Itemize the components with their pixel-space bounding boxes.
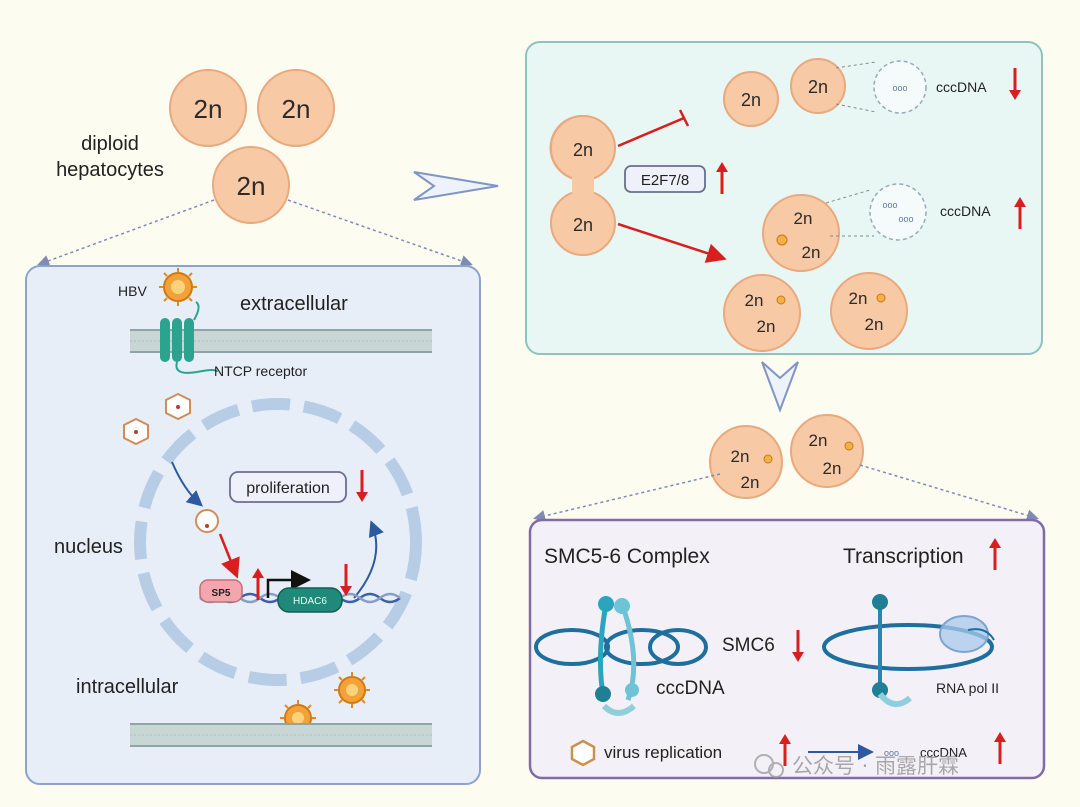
capsid-icon (165, 392, 191, 421)
binucleated-cell (830, 272, 908, 350)
hepatocyte-cell (257, 69, 335, 147)
hepatocyte-cell (723, 71, 779, 127)
entry-arrow (171, 461, 204, 507)
binucleated-cell (762, 194, 840, 272)
binucleated-cell (723, 274, 801, 352)
diploid-cells-group: 2n 2n 2n (169, 69, 335, 224)
cell-ploidy-label: 2n (573, 140, 593, 160)
cell-ploidy-label: 2n (802, 243, 821, 262)
proliferation-box (229, 471, 347, 503)
cell-ploidy-label: 2n (808, 77, 828, 97)
e2f-label: E2F7/8 (641, 172, 689, 189)
capsid-icon (123, 417, 149, 446)
cell-ploidy-label: 2n (573, 215, 593, 235)
watermark: 公众号 · 雨露肝霖 (754, 754, 959, 778)
proliferation-label: proliferation (246, 480, 330, 497)
cell-ploidy-label: 2n (865, 315, 884, 334)
smc6-label: SMC6 (722, 635, 775, 656)
cccdna-dot (876, 293, 886, 303)
inhibition-bar (678, 109, 690, 127)
chevron-right-icon (413, 171, 499, 201)
feedback-arrow (353, 520, 384, 599)
cccdna-dot (844, 441, 854, 451)
cccdna-glyph: ooo (882, 200, 897, 210)
plasma-membrane-bottom (130, 723, 432, 747)
ntcp-receptor-label: NTCP receptor (214, 363, 307, 379)
capsid-to-dna-arrow (218, 533, 240, 579)
cccdna-glyph: ooo (884, 748, 899, 758)
cccdna-dot (776, 295, 786, 305)
zoom-line (835, 61, 877, 69)
nuclear-envelope (134, 398, 422, 686)
inhibition-line (617, 116, 685, 148)
cell-ploidy-label: 2n (237, 171, 266, 201)
cell-ploidy-label: 2n (809, 431, 828, 450)
cccdna-glyph: ooo (892, 83, 907, 93)
cccdna-label: cccDNA (656, 678, 725, 699)
e2f-box (624, 165, 706, 193)
extracellular-label: extracellular (240, 293, 348, 315)
hbv-virion-icon (159, 268, 197, 306)
binucleated-cell (709, 425, 783, 499)
cell-ploidy-label: 2n (823, 459, 842, 478)
transcription-title: Transcription (843, 545, 964, 568)
nucleus-label: nucleus (54, 536, 123, 558)
cell-ploidy-label: 2n (741, 473, 760, 492)
cell-ploidy-label: 2n (282, 94, 311, 124)
cell-ploidy-label: 2n (194, 94, 223, 124)
zoom-line-left (37, 199, 215, 267)
cccdna-dot (776, 234, 788, 246)
cell-ploidy-label: 2n (731, 447, 750, 466)
cell-ploidy-label: 2n (757, 317, 776, 336)
capsid-icon (570, 739, 596, 767)
virus-replication-label: virus replication (604, 743, 722, 762)
zoom-line (825, 189, 871, 204)
hdac6-label: HDAC6 (293, 596, 327, 607)
dividing-cell (549, 115, 616, 256)
zoom-line-left (533, 473, 721, 522)
intracellular-label: intracellular (76, 676, 179, 698)
caption-diploid: diploid (81, 133, 139, 155)
hbv-virion-icon (334, 672, 370, 708)
cell-ploidy-label: 2n (794, 209, 813, 228)
zoom-line-right (859, 464, 1039, 522)
cell-ploidy-label: 2n (849, 289, 868, 308)
cccdna-bottom-label: cccDNA (940, 203, 991, 219)
rnapol-label: RNA pol II (936, 680, 999, 696)
capsid-icon (195, 509, 219, 533)
zoom-line-right (287, 199, 473, 267)
hepatocyte-cell (790, 58, 846, 114)
hepatocyte-cell (212, 146, 290, 224)
chevron-down-icon (761, 361, 799, 413)
cccdna-top-label: cccDNA (936, 79, 987, 95)
zoom-line (835, 103, 877, 113)
cccdna-zoom-circle (873, 60, 927, 114)
smc-complex-icon (534, 596, 708, 716)
binucleated-cell (790, 414, 864, 488)
cell-ploidy-label: 2n (741, 90, 761, 110)
promotion-arrow (617, 222, 727, 263)
watermark-text: 公众号 · 雨露肝霖 (792, 754, 959, 778)
mechanism-panel (528, 518, 1046, 780)
cccdna-end-label: cccDNA (920, 745, 967, 760)
caption-hepatocytes: hepatocytes (56, 159, 164, 181)
sp5-label: SP5 (212, 588, 231, 599)
hdac6-gene (277, 587, 343, 613)
hbv-label: HBV (118, 283, 147, 299)
ntcp-receptor-icon (160, 301, 218, 374)
rna-pol-complex-icon (822, 594, 995, 707)
cell-ploidy-label: 2n (745, 291, 764, 310)
sp5-protein (199, 579, 243, 603)
cccdna-glyph: ooo (898, 214, 913, 224)
cccdna-dot (763, 454, 773, 464)
transcription-start-arrow (266, 570, 311, 598)
smc-title: SMC5-6 Complex (544, 545, 710, 568)
cccdna-zoom-circle (869, 183, 927, 241)
hepatocyte-cell (169, 69, 247, 147)
